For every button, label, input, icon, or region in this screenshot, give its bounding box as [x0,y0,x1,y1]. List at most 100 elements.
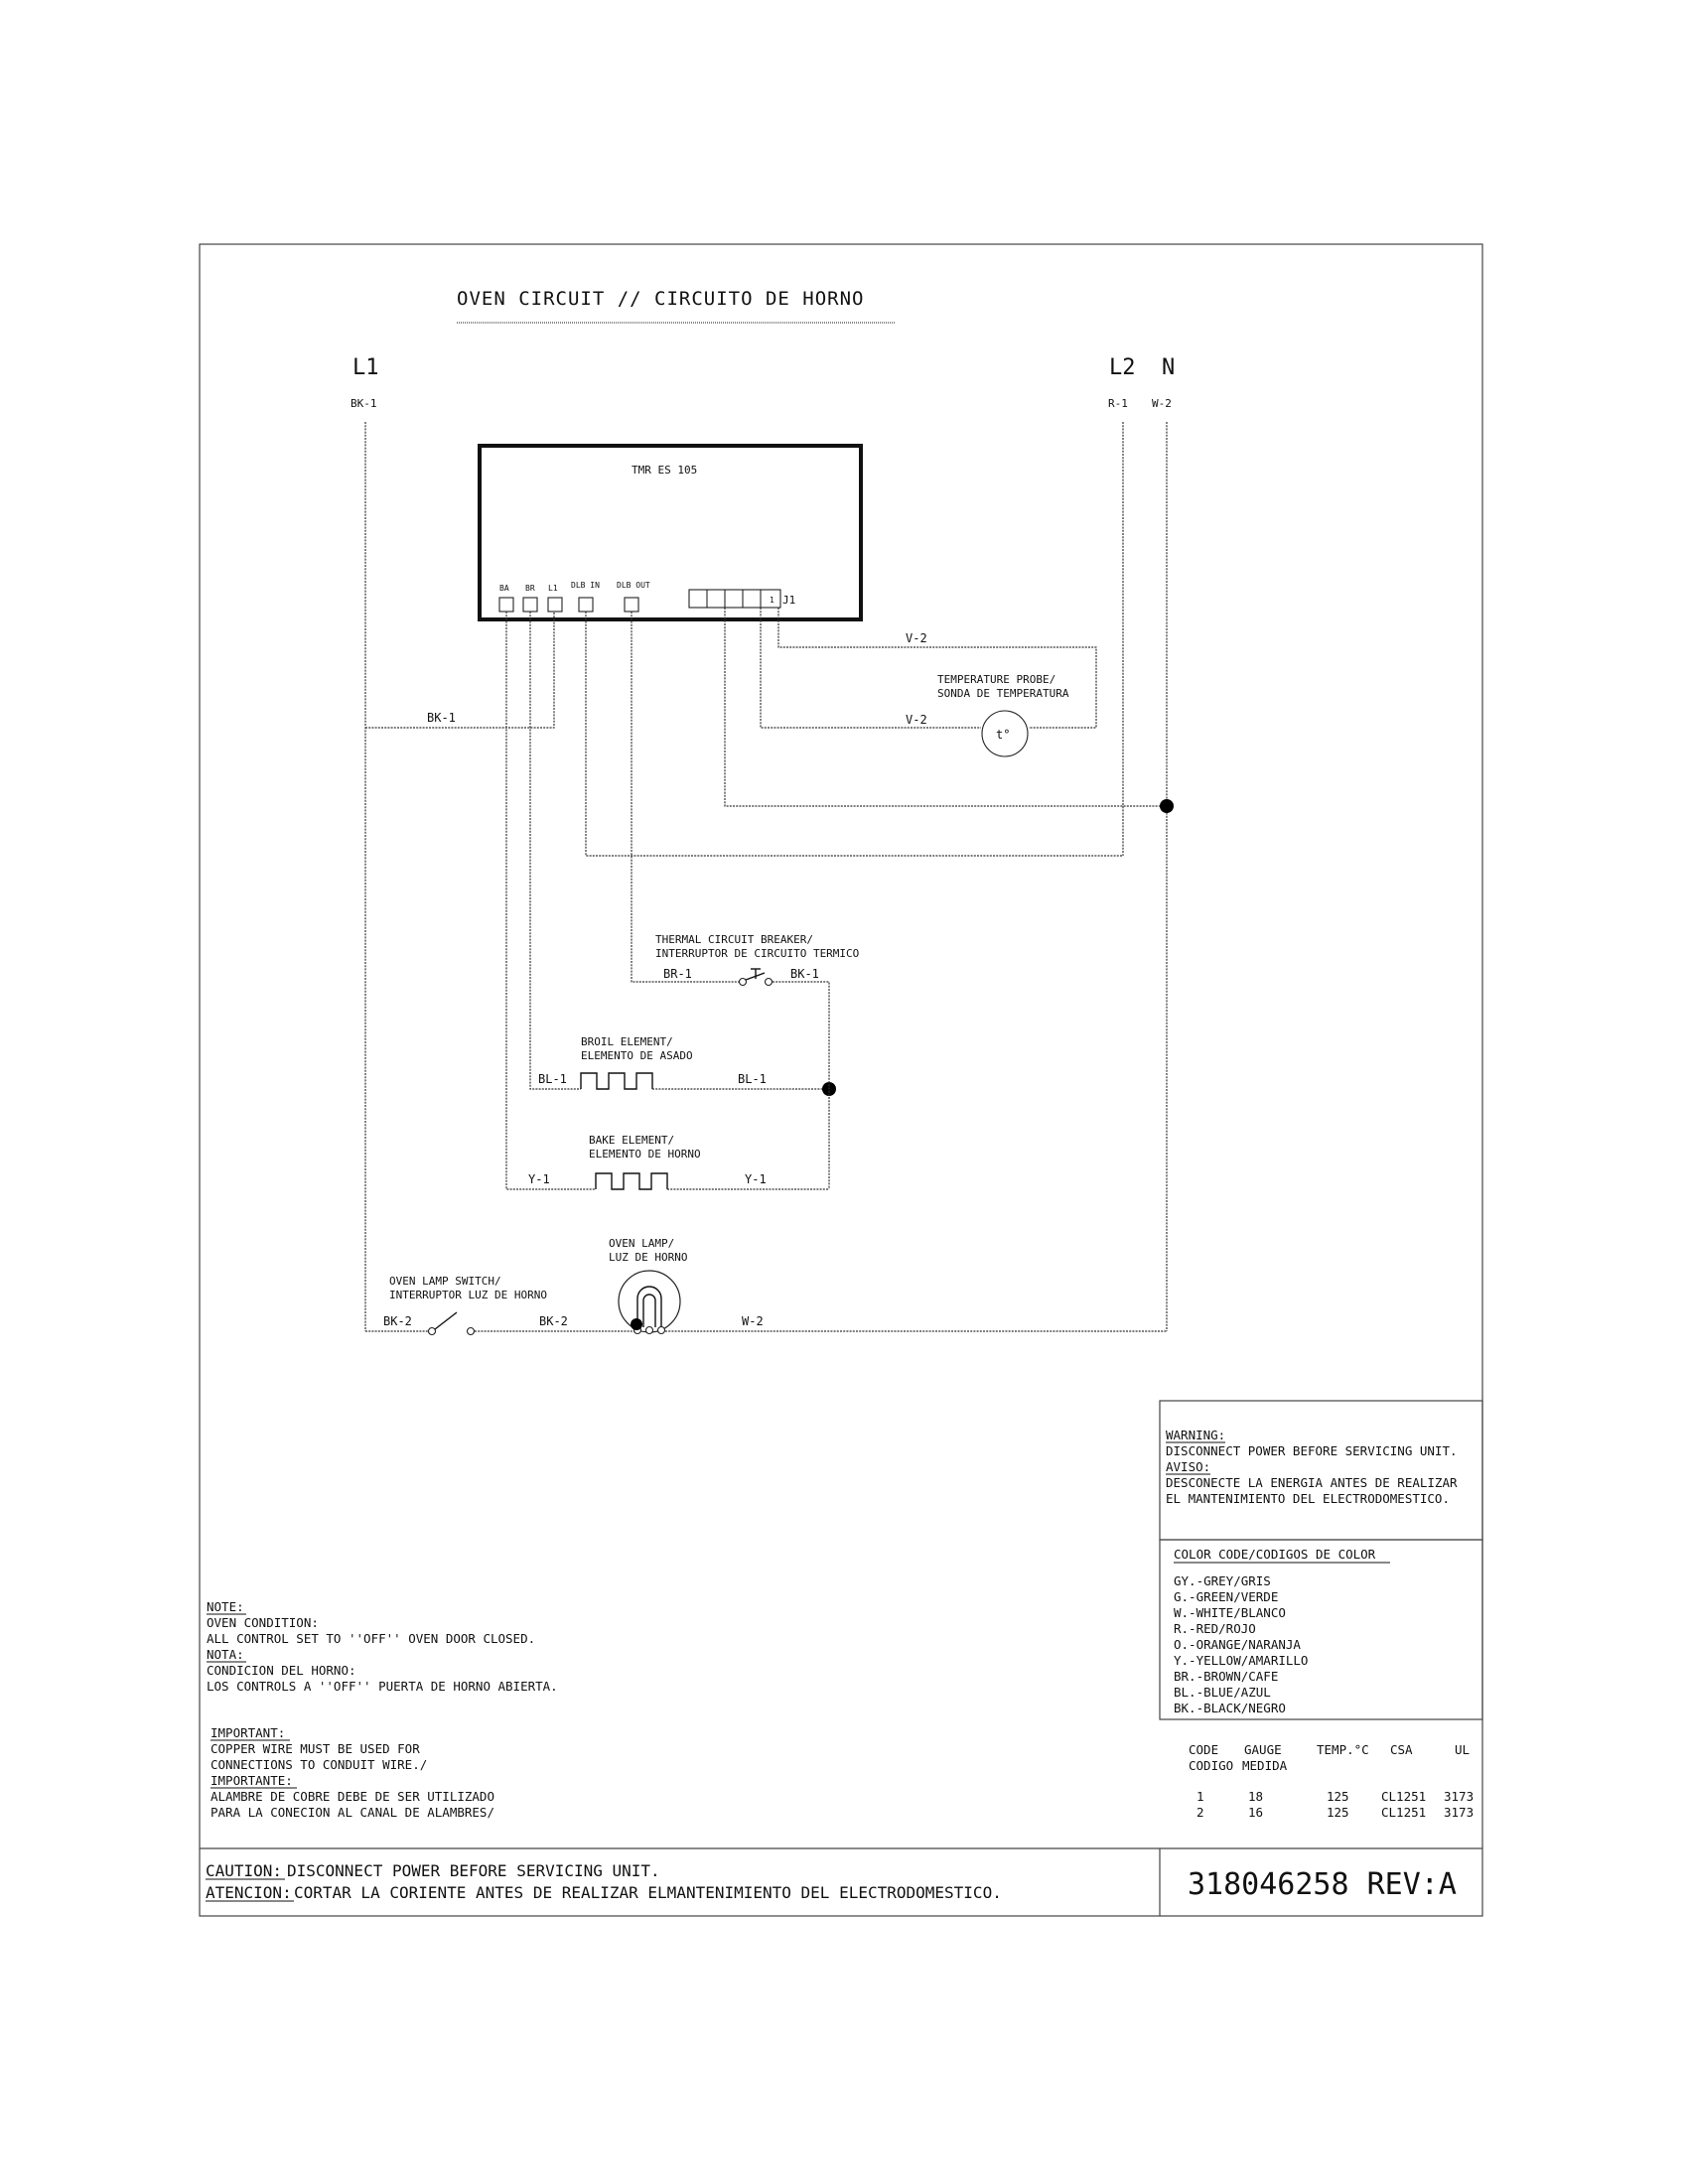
caution-line-1: DISCONNECT POWER BEFORE SERVICING UNIT. [287,1861,660,1880]
switch-label-line1: OVEN LAMP SWITCH/ [389,1275,501,1288]
spec-row-2-csa: CL1251 [1381,1805,1426,1820]
wire-label-v2-bottom: V-2 [906,713,927,727]
importante-heading: IMPORTANTE: [211,1773,293,1788]
spec-header-temp: TEMP.°C [1317,1742,1369,1757]
terminal-label-l1: L1 [548,584,558,593]
j1-connector [688,589,781,609]
wire-bk1-breaker-out [773,981,830,1049]
note-line-2: ALL CONTROL SET TO ''OFF'' OVEN DOOR CLO… [207,1631,535,1646]
wire-label-y1-right: Y-1 [745,1172,767,1186]
caution-heading: CAUTION: [206,1861,282,1880]
aviso-heading: AVISO: [1166,1459,1210,1474]
diagram-title: OVEN CIRCUIT // CIRCUITO DE HORNO [457,288,865,310]
spec-row-2-ul: 3173 [1444,1805,1474,1820]
caution-line-2: CORTAR LA CORIENTE ANTES DE REALIZAR ELM… [294,1883,1002,1902]
terminal-ba [498,597,514,613]
lamp-switch-icon [427,1311,476,1336]
wire-v2-probe-top [777,608,1097,729]
spec-row-2-gauge: 16 [1248,1805,1263,1820]
atencion-heading: ATENCION: [206,1883,292,1902]
line-l2-label: L2 [1109,355,1136,380]
probe-label-line1: TEMPERATURE PROBE/ [937,673,1055,686]
terminal-br [522,597,538,613]
terminal-label-dlb-out: DLB OUT [617,581,650,590]
spec-header-code: CODE [1189,1742,1218,1757]
color-code-item-2: W.-WHITE/BLANCO [1174,1605,1286,1620]
part-number: 318046258 REV:A [1188,1867,1457,1902]
important-heading: IMPORTANT: [211,1725,285,1740]
note-line-1: OVEN CONDITION: [207,1615,319,1630]
oven-lamp-icon [618,1270,681,1335]
bake-label-line1: BAKE ELEMENT/ [589,1134,674,1147]
important-line-3: ALAMBRE DE COBRE DEBE DE SER UTILIZADO [211,1789,494,1804]
temperature-probe-symbol: t° [996,728,1010,742]
color-code-item-0: GY.-GREY/GRIS [1174,1573,1271,1588]
broil-label-line2: ELEMENTO DE ASADO [581,1049,693,1062]
j1-pin-1-label: 1 [770,596,774,605]
terminal-dlb-in [578,597,594,613]
wire-label-v2-top: V-2 [906,631,927,645]
wire-label-r1-top: R-1 [1108,397,1128,410]
lamp-label-line1: OVEN LAMP/ [609,1237,674,1250]
important-line-4: PARA LA CONECION AL CANAL DE ALAMBRES/ [211,1805,494,1820]
wire-label-bk2-left: BK-2 [383,1314,412,1328]
wire-label-y1-left: Y-1 [528,1172,550,1186]
wire-label-bl1-left: BL-1 [538,1072,567,1086]
terminal-dlb-out [624,597,639,613]
wire-label-br1: BR-1 [663,967,692,981]
lamp-label-line2: LUZ DE HORNO [609,1251,687,1264]
note-line-3: CONDICION DEL HORNO: [207,1663,356,1678]
spec-row-2-code: 2 [1196,1805,1204,1820]
terminal-label-dlb-in: DLB IN [571,581,600,590]
diagram-frame [199,243,1483,1917]
spec-row-2-temp: 125 [1327,1805,1349,1820]
spec-row-1-temp: 125 [1327,1789,1349,1804]
wire-v2-probe-bottom [760,608,981,729]
spec-row-1-ul: 3173 [1444,1789,1474,1804]
control-board [478,444,863,621]
color-code-item-5: Y.-YELLOW/AMARILLO [1174,1653,1308,1668]
broil-label-line1: BROIL ELEMENT/ [581,1035,673,1048]
spec-header-csa: CSA [1390,1742,1413,1757]
spec-header-gauge: GAUGE [1244,1742,1282,1757]
bake-label-line2: ELEMENTO DE HORNO [589,1148,701,1160]
wire-label-bk1-top: BK-1 [351,397,377,410]
color-code-item-3: R.-RED/ROJO [1174,1621,1256,1636]
warning-line-3: EL MANTENIMIENTO DEL ELECTRODOMESTICO. [1166,1491,1450,1506]
lamp-junction-dot [631,1318,642,1330]
spec-header-medida: MEDIDA [1242,1758,1288,1773]
important-line-1: COPPER WIRE MUST BE USED FOR [211,1741,420,1756]
important-line-2: CONNECTIONS TO CONDUIT WIRE./ [211,1757,427,1772]
wire-br1-breaker [631,612,739,983]
wire-label-bk1-mid: BK-1 [427,711,456,725]
wire-label-bl1-right: BL-1 [738,1072,767,1086]
temperature-probe-icon [981,710,1029,757]
color-code-item-1: G.-GREEN/VERDE [1174,1589,1278,1604]
breaker-label-line2: INTERRUPTOR DE CIRCUITO TERMICO [655,947,859,960]
note-line-4: LOS CONTROLS A ''OFF'' PUERTA DE HORNO A… [207,1679,558,1694]
warning-line-2: DESCONECTE LA ENERGIA ANTES DE REALIZAR [1166,1475,1458,1490]
terminal-l1 [547,597,563,613]
color-code-item-8: BK.-BLACK/NEGRO [1174,1701,1286,1715]
j1-connector-label: J1 [782,594,795,607]
wire-y1-bake-left [505,612,596,1190]
wire-bl1-broil-left [529,612,581,1090]
spec-row-1-gauge: 18 [1248,1789,1263,1804]
wire-dlb-in-l2 [585,612,1123,857]
color-code-box [1159,1539,1483,1720]
wire-label-bk1-breaker: BK-1 [790,967,819,981]
color-code-title: COLOR CODE/CODIGOS DE COLOR [1174,1547,1376,1562]
thermal-breaker-icon [738,968,774,987]
spec-header-codigo: CODIGO [1189,1758,1233,1773]
neutral-junction-dot [1160,799,1174,813]
spec-header-ul: UL [1455,1742,1470,1757]
note-heading: NOTE: [207,1599,244,1614]
wire-bk1-control [365,612,555,729]
wire-label-w2-bottom: W-2 [742,1314,764,1328]
probe-label-line2: SONDA DE TEMPERATURA [937,687,1069,700]
control-board-name: TMR ES 105 [632,464,697,477]
warning-line-1: DISCONNECT POWER BEFORE SERVICING UNIT. [1166,1443,1458,1458]
color-code-item-4: O.-ORANGE/NARANJA [1174,1637,1301,1652]
color-code-item-6: BR.-BROWN/CAFE [1174,1669,1278,1684]
